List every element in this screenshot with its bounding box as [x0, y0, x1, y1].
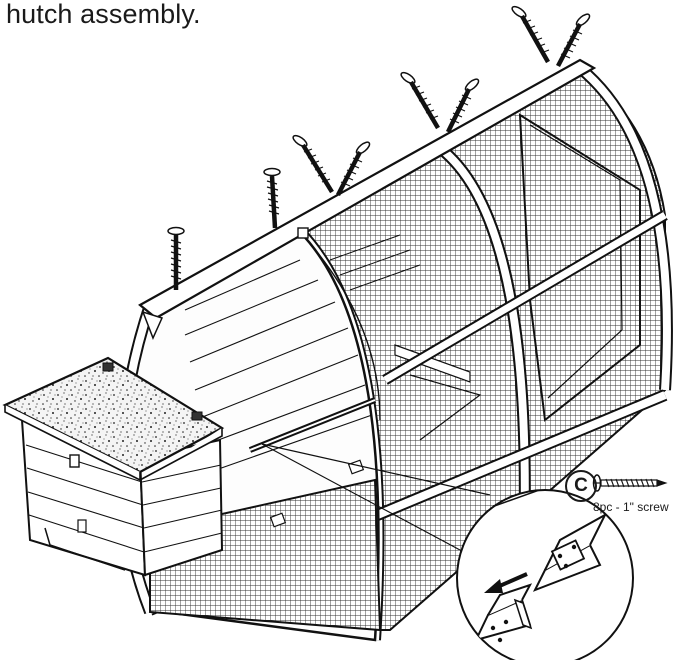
ridge-beam — [138, 58, 597, 340]
screw-part-icon — [592, 474, 668, 492]
callout-leaders — [261, 443, 491, 566]
screw-7 — [511, 5, 550, 64]
hinge-plate-upper — [532, 512, 608, 592]
part-label-c: C — [565, 470, 597, 502]
screw-8 — [556, 13, 591, 68]
instruction-caption: hutch assembly. — [6, 0, 201, 29]
screw-5 — [400, 71, 440, 130]
screw-2 — [263, 167, 281, 229]
screw-3 — [292, 134, 334, 194]
nesting-box — [2, 356, 225, 577]
hinge-detail-callout — [456, 489, 634, 660]
ridge-screws — [167, 5, 591, 290]
screw-4 — [335, 141, 371, 197]
screw-1 — [167, 226, 185, 290]
part-description: 8pc - 1" screw — [593, 500, 669, 514]
screw-6 — [445, 78, 480, 133]
hinge-plate-lower — [474, 583, 533, 643]
